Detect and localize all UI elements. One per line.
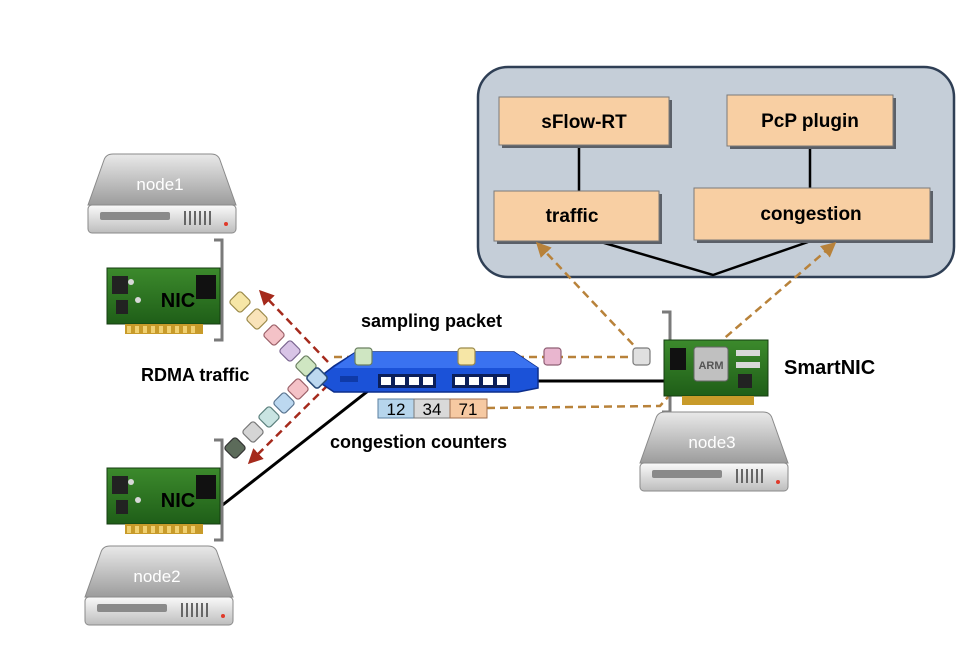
congestion-counters: 12 34 71 (377, 398, 488, 419)
packet-icon (258, 406, 280, 428)
rdma-packet-chain (224, 291, 328, 459)
switch-ports-right (452, 374, 510, 388)
packet-icon (224, 437, 246, 459)
counter-value: 12 (387, 400, 406, 419)
nic2-label: NIC (161, 490, 195, 512)
packet-icon (543, 347, 562, 366)
network-switch-icon[interactable] (314, 351, 539, 393)
packet-icon (263, 324, 285, 346)
rdma-traffic-label: RDMA traffic (141, 365, 249, 385)
packet-icon (632, 347, 651, 366)
node3-server-icon[interactable]: node3 (639, 411, 789, 492)
node2-server-icon[interactable]: node2 (84, 545, 234, 626)
packet-icon (242, 421, 264, 443)
congestion-counters-label: congestion counters (330, 432, 507, 452)
pcp-plugin-label: PcP plugin (761, 111, 859, 132)
sflow-box[interactable]: sFlow-RT (498, 96, 672, 148)
nic2-network-card-icon[interactable]: NIC (106, 438, 224, 542)
counter-value: 71 (459, 400, 478, 419)
node3-label: node3 (688, 433, 735, 452)
traffic-box[interactable]: traffic (493, 190, 662, 244)
rdma-flows (247, 289, 329, 465)
node1-server-icon[interactable]: node1 (87, 153, 237, 234)
sampling-flows (334, 241, 837, 410)
packet-icon (273, 392, 295, 414)
smartnic-label: SmartNIC (784, 357, 875, 379)
counters-to-congestion-arrow (705, 242, 837, 355)
packet-icon (287, 378, 309, 400)
packet-icon (279, 340, 301, 362)
packet-icon (246, 308, 268, 330)
nic1-label: NIC (161, 290, 195, 312)
node1-label: node1 (136, 175, 183, 194)
rdma-arrow-to-node1 (258, 289, 329, 363)
node2-label: node2 (133, 567, 180, 586)
switch-ports-left (378, 374, 436, 388)
node2-cable (219, 378, 383, 509)
nic1-network-card-icon[interactable]: NIC (106, 238, 224, 342)
congestion-label: congestion (760, 204, 861, 225)
collector-fanout-link (600, 240, 809, 277)
packet-icon (354, 347, 373, 366)
packet-icon (457, 347, 476, 366)
pcp-plugin-box[interactable]: PcP plugin (726, 94, 896, 149)
counters-path (486, 353, 707, 410)
packet-icon (229, 291, 251, 313)
sampling-packet-label: sampling packet (361, 311, 502, 331)
traffic-label: traffic (546, 206, 599, 227)
rdma-arrow-to-node2 (247, 384, 329, 465)
arm-chip-label: ARM (698, 360, 723, 372)
counter-value: 34 (423, 400, 442, 419)
sflow-label: sFlow-RT (541, 112, 627, 133)
packet-icon (306, 367, 328, 389)
monitoring-panel: sFlow-RT PcP plugin traffic congestion (476, 65, 956, 279)
congestion-box[interactable]: congestion (693, 187, 933, 243)
smartnic-network-card-icon[interactable]: ARM (662, 310, 769, 414)
